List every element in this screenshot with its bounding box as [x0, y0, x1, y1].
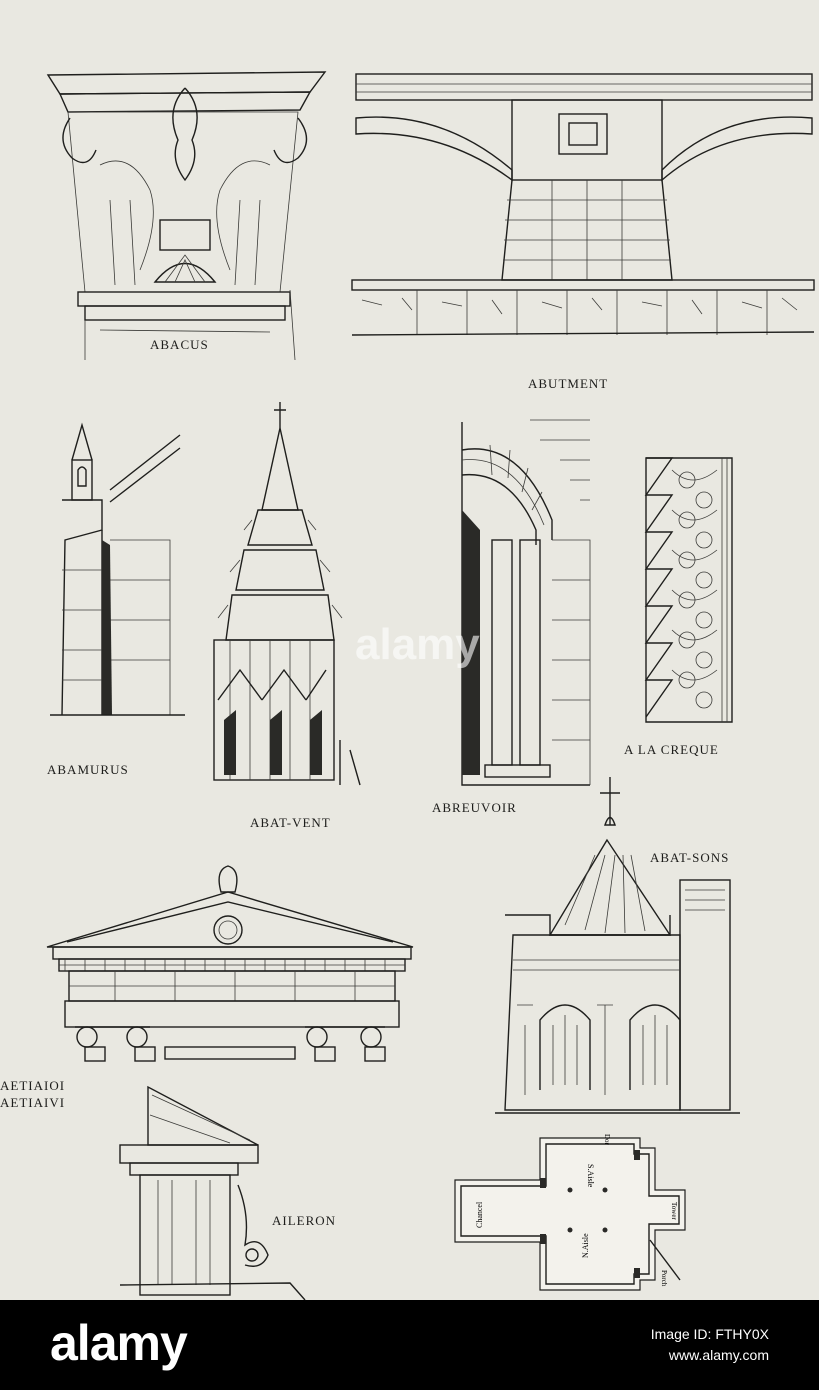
aetiaioi-illustration	[45, 862, 417, 1067]
aetiaivi-caption: AETIAIVI	[0, 1095, 66, 1110]
church-plan-illustration: Chancel S.Aisle N.Aisle Dor Tower Porch	[440, 1130, 700, 1300]
abat-vent-illustration	[200, 400, 370, 790]
abamurus-illustration	[50, 420, 185, 720]
a-la-creque-caption: A LA CREQUE	[624, 742, 719, 757]
abacus-illustration	[40, 70, 330, 361]
abat-vent-caption: ABAT-VENT	[250, 815, 331, 830]
abacus-caption: ABACUS	[150, 337, 209, 352]
abat-sons-caption: ABAT-SONS	[650, 850, 730, 865]
aileron-caption: AILERON	[272, 1213, 337, 1228]
abat-sons-illustration	[495, 775, 740, 1120]
a-la-creque-illustration	[632, 450, 742, 730]
plan-label-tower: Tower	[670, 1202, 678, 1220]
plan-label-porch: Porch	[660, 1270, 668, 1287]
alamy-logo: alamy	[50, 1315, 188, 1371]
abreuvoir-caption: ABREUVOIR	[432, 800, 517, 815]
watermark-center: alamy	[355, 620, 480, 669]
plan-label-door: Dor	[603, 1134, 611, 1146]
watermark-footer: alamy Image ID: FTHY0X www.alamy.com	[0, 1300, 819, 1390]
abamurus-caption: ABAMURUS	[47, 762, 129, 777]
aetiaioi-caption: AETIAIOI	[0, 1078, 66, 1093]
engraved-plate: ABACUS ABUTMENT	[0, 0, 819, 1300]
abutment-illustration	[351, 70, 815, 340]
image-id-label: Image ID: FTHY0X	[650, 1326, 769, 1342]
plan-label-s-aisle: S.Aisle	[586, 1164, 595, 1188]
abreuvoir-illustration	[440, 419, 600, 790]
image-id-block: Image ID: FTHY0X www.alamy.com	[651, 1324, 769, 1366]
abutment-caption: ABUTMENT	[528, 376, 609, 391]
site-url: www.alamy.com	[668, 1347, 769, 1363]
aileron-illustration	[100, 1085, 306, 1300]
plan-label-n-aisle: N.Aisle	[581, 1233, 590, 1258]
plan-label-chancel: Chancel	[475, 1201, 484, 1228]
